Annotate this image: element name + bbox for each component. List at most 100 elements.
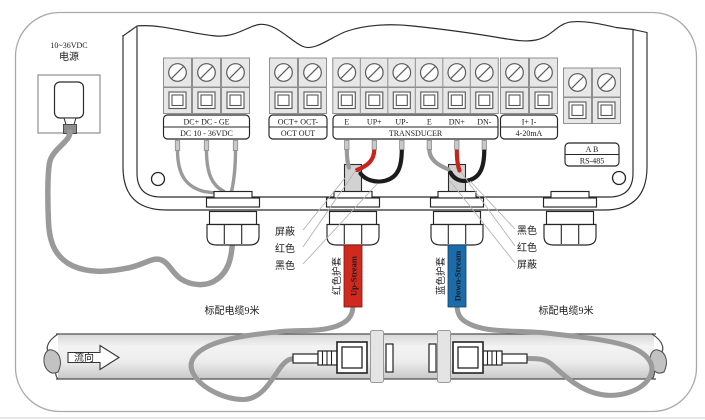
rs485-row1: A B: [586, 145, 599, 154]
oct-row1: OCT+ OCT-: [278, 117, 319, 126]
terminal-cell: [297, 57, 328, 115]
strap-end-bar: [428, 343, 437, 373]
pin-e-dn: E: [427, 117, 432, 126]
downstream-sheath: 蓝色护套 Down-Stream: [435, 244, 467, 308]
rs485-row2: RS-485: [580, 157, 604, 166]
terminal-cell: [332, 57, 362, 115]
upstream-cable-gland: [325, 190, 381, 246]
terminal-cell: [387, 57, 417, 115]
pin-up-minus: UP-: [395, 117, 408, 126]
left-tag-shield: 屏蔽: [275, 226, 295, 238]
downstream-transducer-assembly: [428, 330, 528, 383]
terminal-cell: [442, 57, 472, 115]
current-row2: 4-20mA: [516, 129, 543, 138]
strap-end-bar: [385, 343, 394, 373]
pipe-break-left-facet: [43, 349, 61, 374]
pin-dn-minus: DN-: [477, 117, 492, 126]
upstream-shield-wire: [344, 146, 352, 170]
dc-wires: [175, 148, 238, 196]
cable-note-left: 标配电缆9米: [205, 304, 260, 317]
transducer-block-inner: [457, 346, 479, 369]
terminal-cell: [191, 57, 222, 115]
terminal-cell: [499, 57, 530, 115]
downstream-shield-wire: [427, 146, 451, 172]
upstream-black-wire: [358, 146, 404, 184]
dc-label-box: DC+ DC - GE DC 10 - 36VDC: [162, 114, 251, 140]
right-tag-shield: 屏蔽: [517, 259, 537, 271]
dc-wire-1: [175, 148, 221, 196]
transducer-wire-ferrules: [344, 140, 487, 150]
terminal-labels: DC+ DC - GE DC 10 - 36VDC OCT+ OCT- OCT …: [162, 114, 620, 167]
pin-e-up: E: [344, 117, 349, 126]
upstream-pipe-cable: [188, 302, 356, 402]
mounting-strap: [370, 330, 384, 383]
upstream-sheath-bar: [343, 244, 363, 308]
terminal-cell: [268, 57, 299, 115]
pin-up-plus: UP+: [367, 117, 382, 126]
dc-wire-2: [204, 148, 226, 193]
spare-cable-gland: [542, 190, 598, 246]
current-row1: I+ I-: [522, 117, 537, 126]
terminal-cell: [220, 57, 251, 115]
downstream-sheath-bar: [447, 244, 467, 308]
panel-outer-outline: [122, 32, 648, 211]
upstream-red-wire: [354, 146, 377, 173]
terminal-cell: [359, 57, 389, 115]
downstream-wires: [427, 146, 487, 184]
rs485-label-box: A B RS-485: [564, 142, 620, 167]
mounting-strap: [437, 330, 451, 383]
transducer-block-inner: [341, 346, 363, 369]
terminal-cell: [162, 57, 193, 115]
meter-panel: [122, 20, 648, 211]
dc-row1: DC+ DC - GE: [183, 117, 229, 126]
flow-label: 流向: [74, 351, 94, 364]
left-tag-black: 黑色: [275, 259, 295, 272]
dc-row2: DC 10 - 36VDC: [180, 129, 233, 138]
wire-color-callouts-left: 屏蔽 红色 黑色: [275, 169, 378, 272]
panel-screw-hole-left: [150, 171, 166, 187]
left-tag-red: 红色: [275, 242, 295, 255]
dc-wire-ferrules: [174, 140, 239, 151]
plug-neck: [63, 117, 77, 125]
oct-row2: OCT OUT: [281, 129, 315, 138]
upstream-sheath: 红色护套 Up-Stream: [331, 244, 363, 308]
power-source-label: 电源: [59, 50, 79, 63]
terminal-cell: [469, 57, 499, 115]
power-cable-gland: [205, 190, 261, 246]
power-voltage-label: 10~36VDC: [50, 41, 87, 50]
downstream-pipe-cable: [454, 302, 655, 398]
cable-note-right: 标配电缆9米: [539, 304, 594, 317]
plug-body: [53, 81, 85, 119]
dc-wire-3: [229, 148, 238, 194]
panel-torn-top-edge: [122, 20, 648, 49]
upstream-wires: [344, 146, 404, 184]
downstream-red-wire: [454, 146, 462, 173]
upstream-sheath-label: 红色护套: [331, 257, 343, 296]
connector-nose: [501, 353, 528, 364]
power-cable: [45, 129, 236, 288]
wire-color-callouts-right: 黑色 红色 屏蔽: [449, 171, 537, 271]
upstream-stream-label: Up-Stream: [349, 256, 359, 296]
oct-label-box: OCT+ OCT- OCT OUT: [268, 114, 328, 140]
power-adapter: 10~36VDC 电源: [37, 41, 101, 134]
flow-direction-arrow: 流向: [67, 344, 121, 371]
current-loop-label-box: I+ I- 4-20mA: [499, 114, 559, 140]
upstream-transducer-assembly: [292, 330, 394, 383]
right-tag-red: 红色: [517, 241, 537, 254]
terminal-cell: [528, 57, 559, 115]
terminal-cell: [414, 57, 444, 115]
terminal-strip: [162, 57, 622, 125]
transducer-label-box: E UP+ UP- E DN+ DN- TRANSDUCER: [332, 114, 499, 140]
transducer-name: TRANSDUCER: [389, 129, 443, 138]
downstream-cable-gland: [429, 190, 485, 246]
terminal-cell: [591, 67, 622, 125]
pin-dn-plus: DN+: [449, 117, 466, 126]
right-tag-black: 黑色: [517, 224, 537, 237]
downstream-stream-label: Down-Stream: [453, 251, 463, 301]
downstream-sheath-label: 蓝色护套: [435, 257, 447, 296]
connector-nose: [292, 353, 319, 364]
terminal-cell: [562, 67, 593, 125]
panel-inner-outline: [136, 27, 634, 198]
panel-screw-hole-right: [611, 170, 627, 186]
